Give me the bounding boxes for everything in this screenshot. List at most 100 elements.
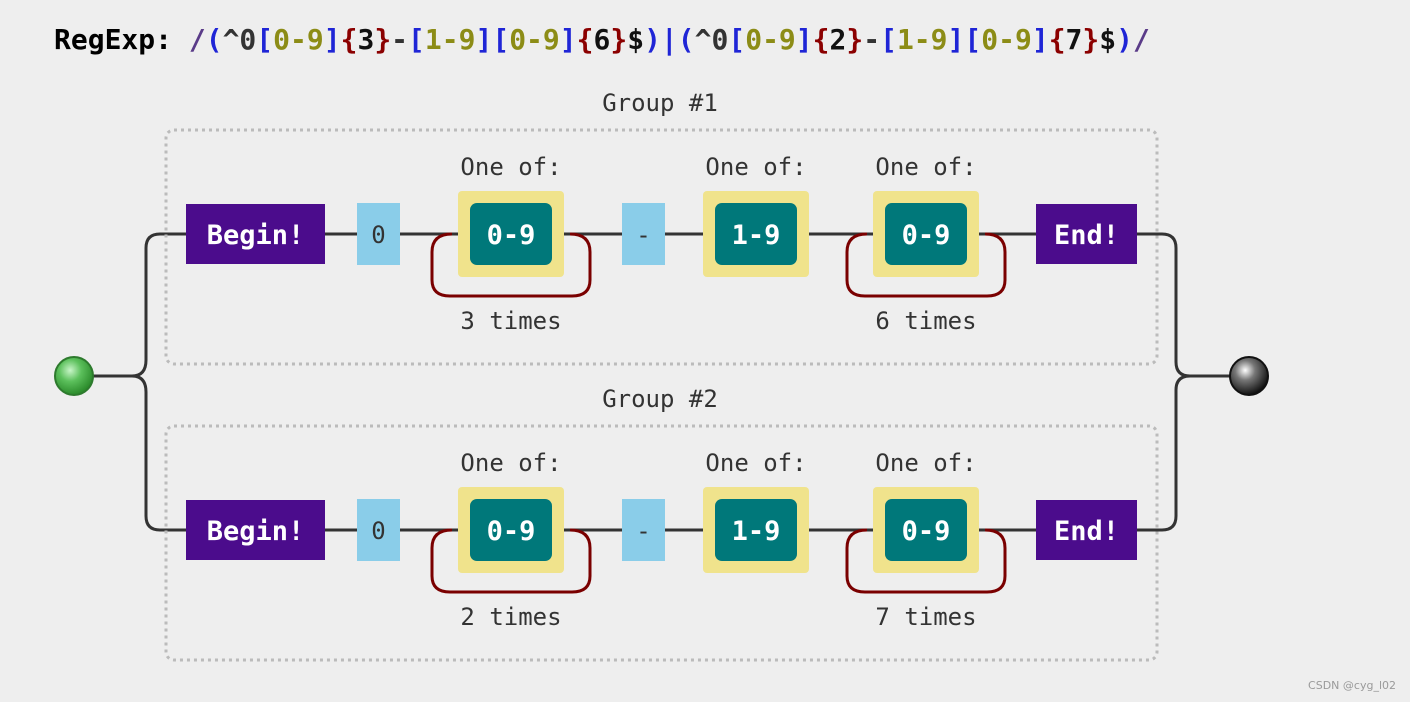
repeat-loop xyxy=(430,232,592,298)
literal-zero-box xyxy=(357,499,400,561)
regex-token: ) xyxy=(644,23,661,56)
regex-token: | xyxy=(660,23,678,56)
repeat-loop xyxy=(430,528,592,594)
watermark: CSDN @cyg_l02 xyxy=(1308,679,1396,692)
regex-token: ] xyxy=(323,23,341,56)
regex-token: { xyxy=(576,23,594,56)
regex-token: ] xyxy=(475,23,493,56)
end-node xyxy=(1229,356,1269,396)
charset-caption: One of: xyxy=(875,153,976,181)
charset-range-box xyxy=(885,203,967,265)
regex-token: - xyxy=(863,23,881,56)
regex-token: ] xyxy=(1031,23,1049,56)
begin-anchor-box xyxy=(186,204,325,264)
literal-dash-label: - xyxy=(636,517,650,545)
regex-token: { xyxy=(340,23,358,56)
charset-3: One of: 0-9 7 times xyxy=(845,449,1007,631)
end-anchor-box xyxy=(1036,204,1137,264)
regex-token: } xyxy=(374,23,392,56)
group-label: Group #2 xyxy=(602,385,718,413)
literal-dash-box xyxy=(622,203,665,265)
charset-1: One of: 0-9 3 times xyxy=(430,153,592,335)
charset-caption: One of: xyxy=(460,449,561,477)
regex-token: / xyxy=(1132,23,1150,56)
regex-token: 1-9 xyxy=(424,23,476,56)
regex-token: 6 xyxy=(593,23,611,56)
charset-caption: One of: xyxy=(875,449,976,477)
charset-range-box xyxy=(885,499,967,561)
regex-label: RegExp: xyxy=(54,23,189,56)
charset-caption: One of: xyxy=(705,153,806,181)
regex-token: ) xyxy=(1116,23,1133,56)
charset-caption: One of: xyxy=(460,153,561,181)
begin-anchor-label: Begin! xyxy=(207,220,305,251)
regex-expression: RegExp: /(^0[0-9]{3}-[1-9][0-9]{6}$)|(^0… xyxy=(54,20,1150,60)
regex-token: } xyxy=(846,23,864,56)
literal-dash-box xyxy=(622,499,665,561)
charset-range-box xyxy=(470,499,552,561)
regex-token: { xyxy=(1048,23,1066,56)
regex-token: ( xyxy=(677,23,695,56)
literal-zero-box xyxy=(357,203,400,265)
regex-token: [ xyxy=(492,23,510,56)
end-anchor-label: End! xyxy=(1054,220,1119,251)
charset-range-label: 0-9 xyxy=(487,220,536,251)
charset-range-label: 0-9 xyxy=(487,516,536,547)
regex-token: $ xyxy=(1099,23,1117,56)
regex-token: 0-9 xyxy=(745,23,796,56)
regex-token: ^0 xyxy=(694,23,729,56)
charset-range-label: 0-9 xyxy=(902,220,951,251)
group-label: Group #1 xyxy=(602,89,718,117)
regex-token: 3 xyxy=(357,23,375,56)
regex-token: 0-9 xyxy=(509,23,560,56)
charset-range-box xyxy=(715,499,797,561)
charset-caption: One of: xyxy=(705,449,806,477)
regex-token: 7 xyxy=(1065,23,1083,56)
begin-anchor-box xyxy=(186,500,325,560)
literal-zero-label: 0 xyxy=(371,517,385,545)
regex-token: 1-9 xyxy=(896,23,948,56)
repeat-count-label: 3 times xyxy=(460,307,561,335)
begin-anchor-label: Begin! xyxy=(207,516,305,547)
literal-dash-label: - xyxy=(636,221,650,249)
regex-token: } xyxy=(1082,23,1100,56)
regex-token: ( xyxy=(205,23,223,56)
start-node xyxy=(54,356,94,396)
charset-range-label: 1-9 xyxy=(732,220,781,251)
branch-connectors xyxy=(92,232,1232,532)
charset-range-box xyxy=(715,203,797,265)
regex-token: ] xyxy=(947,23,965,56)
regex-token: [ xyxy=(256,23,274,56)
regex-token: 0-9 xyxy=(981,23,1032,56)
charset-range-label: 0-9 xyxy=(902,516,951,547)
end-anchor-box xyxy=(1036,500,1137,560)
charset-1: One of: 0-9 2 times xyxy=(430,449,592,631)
regex-token: $ xyxy=(627,23,645,56)
regex-token: / xyxy=(188,23,206,56)
regex-token: ] xyxy=(795,23,813,56)
regex-token: } xyxy=(610,23,628,56)
repeat-loop xyxy=(845,232,1007,298)
regex-token: [ xyxy=(728,23,746,56)
regex-token: ] xyxy=(559,23,577,56)
regex-token: - xyxy=(391,23,409,56)
charset-2: One of: 1-9 xyxy=(703,449,809,573)
regex-token: 0-9 xyxy=(273,23,324,56)
repeat-count-label: 2 times xyxy=(460,603,561,631)
regex-token: [ xyxy=(880,23,897,56)
regex-token: [ xyxy=(964,23,982,56)
repeat-count-label: 7 times xyxy=(875,603,976,631)
repeat-loop xyxy=(845,528,1007,594)
regex-token: { xyxy=(812,23,830,56)
charset-range-label: 1-9 xyxy=(732,516,781,547)
regex-token: 2 xyxy=(829,23,847,56)
end-anchor-label: End! xyxy=(1054,516,1119,547)
regex-token: ^0 xyxy=(222,23,257,56)
literal-zero-label: 0 xyxy=(371,221,385,249)
repeat-count-label: 6 times xyxy=(875,307,976,335)
regex-token: [ xyxy=(408,23,425,56)
charset-2: One of: 1-9 xyxy=(703,153,809,277)
